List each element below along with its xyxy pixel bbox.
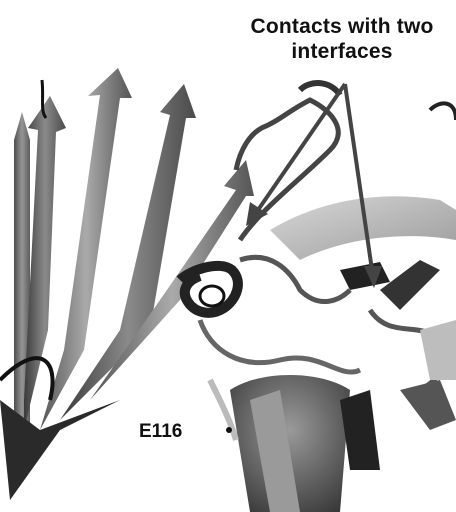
- left-beta-sheet: [0, 68, 254, 500]
- caption-line-2: interfaces: [228, 39, 456, 64]
- loop: [240, 257, 350, 301]
- loop: [430, 103, 456, 120]
- caption-line-1: Contacts with two: [228, 14, 456, 39]
- helix-core: [200, 286, 224, 306]
- loop: [300, 83, 340, 95]
- base-twist: [0, 400, 120, 500]
- beta-strand: [420, 320, 456, 380]
- beta-strand: [340, 390, 380, 470]
- bottom-region: [210, 375, 380, 512]
- loop: [200, 320, 360, 372]
- residue-label: E116: [139, 421, 182, 443]
- beta-strand: [400, 380, 456, 430]
- beta-strand: [380, 260, 440, 310]
- caption: Contacts with two interfaces: [228, 14, 456, 64]
- e116-residue-marker: [226, 427, 232, 433]
